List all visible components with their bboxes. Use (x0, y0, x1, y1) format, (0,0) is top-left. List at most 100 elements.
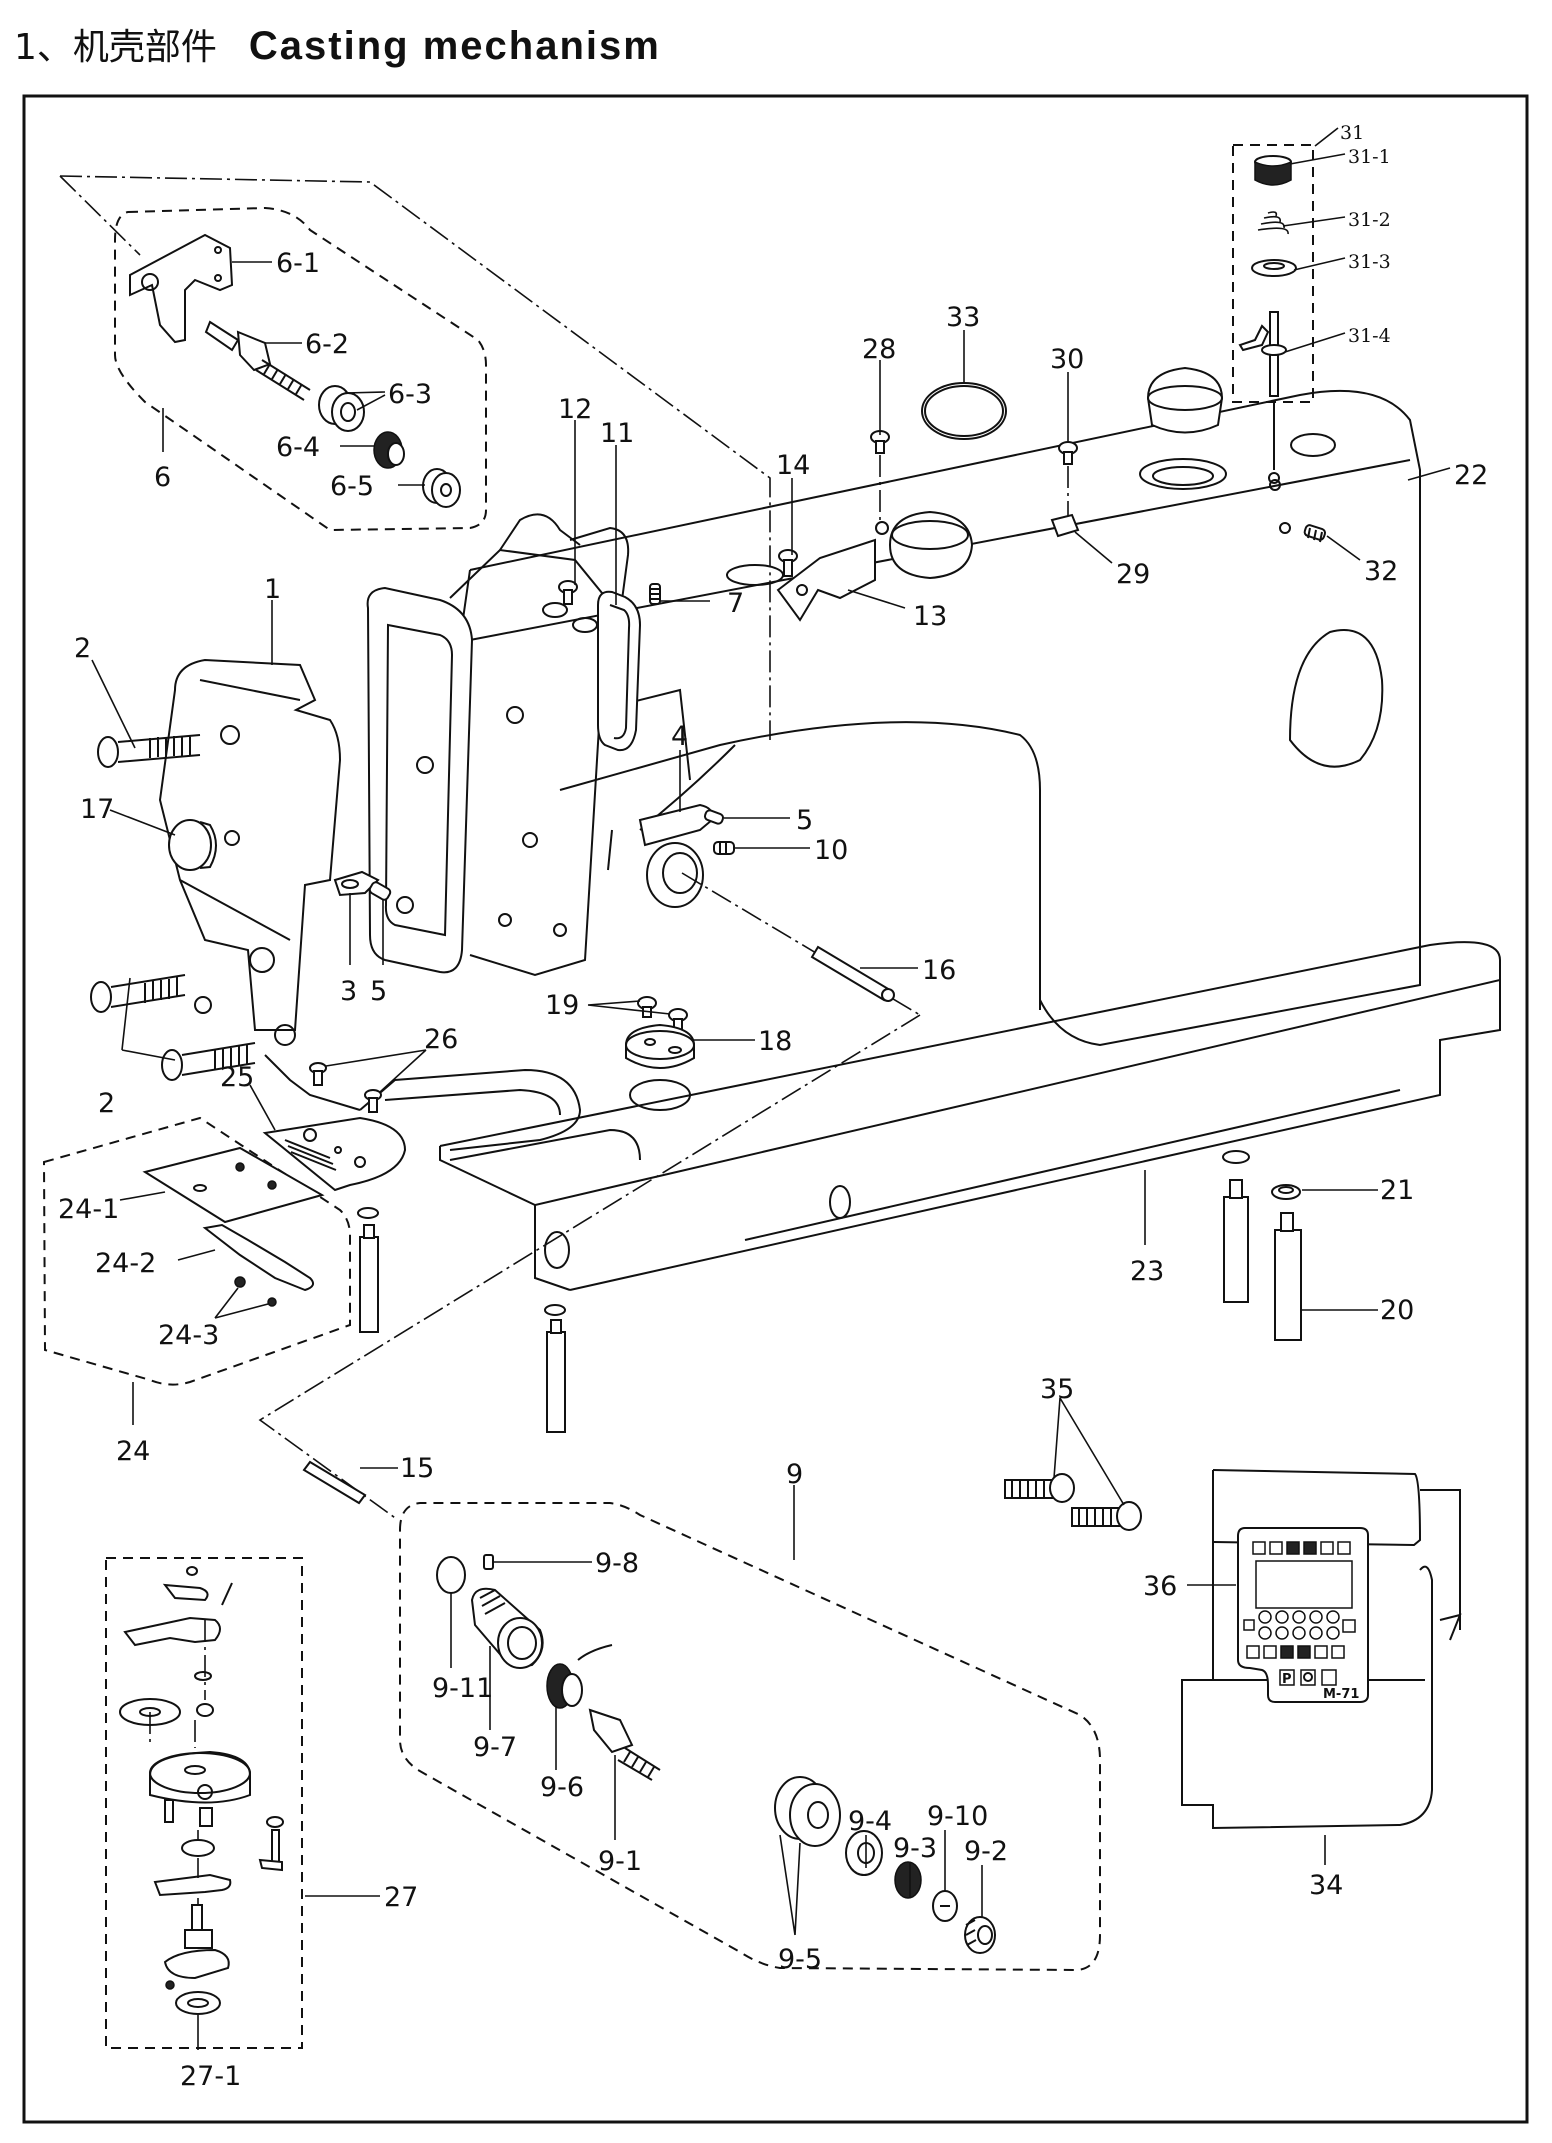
callout-6: 6 (154, 462, 171, 493)
socket-9-7 (470, 1587, 544, 1669)
callout-35: 35 (1040, 1374, 1074, 1405)
callout-9-6: 9-6 (540, 1772, 584, 1803)
callout-9-4: 9-4 (848, 1806, 892, 1837)
pin-15 (302, 1460, 367, 1505)
callout-19: 19 (545, 990, 579, 1021)
callout-34: 34 (1309, 1870, 1343, 1901)
callout-12: 12 (558, 394, 592, 425)
callout-6-2: 6-2 (305, 329, 349, 360)
screw-5-guide (703, 809, 725, 825)
callout-9-8: 9-8 (595, 1548, 639, 1579)
callout-25: 25 (220, 1062, 254, 1093)
o-ring-9-11 (436, 1556, 466, 1594)
thread-guide-4 (607, 803, 714, 908)
callout-24: 24 (116, 1436, 150, 1467)
callout-9-10: 9-10 (927, 1801, 988, 1832)
nut-9-2 (964, 1916, 996, 1954)
callout-3: 3 (340, 976, 357, 1007)
callout-16: 16 (922, 955, 956, 986)
callout-2-bottom: 2 (98, 1088, 115, 1119)
callout-28: 28 (862, 334, 896, 365)
callout-5-faceplate: 5 (370, 976, 387, 1007)
callout-24-2: 24-2 (95, 1248, 156, 1279)
spring-6-4 (373, 431, 405, 469)
callout-7: 7 (727, 588, 744, 619)
group-27-box (105, 1557, 303, 2049)
screws-24-3 (234, 1276, 277, 1307)
o-ring-33 (921, 382, 1007, 440)
screws-26 (309, 1062, 382, 1113)
screw-12 (558, 580, 578, 605)
plate-24-1 (142, 1146, 325, 1224)
panel-model-label: M-71 (1323, 1687, 1359, 1702)
panel-lcd-screen (1255, 1560, 1353, 1609)
stud-9-1 (588, 1708, 661, 1781)
title-english: Casting mechanism (248, 24, 661, 68)
callout-13: 13 (913, 601, 947, 632)
screw-28 (870, 430, 890, 454)
title-chinese: 机壳部件 (72, 27, 217, 68)
set-screw-7 (649, 583, 661, 605)
callout-27: 27 (384, 1882, 418, 1913)
callout-4: 4 (671, 721, 688, 752)
callout-14: 14 (776, 450, 810, 481)
callout-32: 32 (1364, 556, 1398, 587)
callout-9-7: 9-7 (473, 1732, 517, 1763)
set-screw-10 (713, 841, 735, 855)
group-6-boundary (114, 206, 487, 532)
screw-30 (1058, 441, 1078, 465)
disc-9-4 (845, 1830, 883, 1876)
callout-15: 15 (400, 1453, 434, 1484)
callout-22: 22 (1454, 460, 1488, 491)
spring-31-2 (1257, 211, 1289, 235)
callout-31-3: 31-3 (1348, 251, 1391, 273)
screw-2 (90, 734, 256, 1081)
feed-regulator-27 (119, 1566, 284, 2015)
nut-21 (1271, 1184, 1301, 1200)
face-plate-gasket (366, 586, 474, 974)
stud-6-2 (204, 320, 311, 401)
callout-17: 17 (80, 794, 114, 825)
callout-9: 9 (786, 1459, 803, 1490)
callout-18: 18 (758, 1026, 792, 1057)
spring-9-3 (894, 1861, 922, 1899)
control-panel-36: P M-71 (1237, 1527, 1369, 1703)
pin-16 (810, 945, 895, 1002)
panel-p-key-label: P (1282, 1672, 1292, 1687)
callout-20: 20 (1380, 1295, 1414, 1326)
set-screw-9-8 (483, 1554, 494, 1570)
callout-21: 21 (1380, 1175, 1414, 1206)
callout-29: 29 (1116, 559, 1150, 590)
group-9-boundary (399, 1502, 1101, 1972)
bracket-13 (726, 538, 876, 622)
knob-31-1 (1254, 155, 1292, 186)
stud-20 (1222, 1150, 1302, 1341)
bed-slide-frame (264, 1054, 582, 1151)
callout-23: 23 (1130, 1256, 1164, 1287)
thread-take-up-cover-11 (597, 590, 642, 752)
bracket-6-1 (129, 233, 234, 344)
spring-9-6 (546, 1644, 613, 1709)
spring-plate-24-2 (202, 1223, 315, 1292)
callout-24-3: 24-3 (158, 1320, 219, 1351)
cover-18 (625, 1023, 695, 1111)
callout-24-1: 24-1 (58, 1194, 119, 1225)
callout-1: 1 (264, 574, 281, 605)
group-6-projection (59, 175, 771, 740)
screw-5-faceplate (368, 881, 392, 901)
group-24-boundary (42, 1116, 351, 1386)
rubber-plug-17 (168, 819, 217, 871)
callout-9-1: 9-1 (598, 1846, 642, 1877)
nut-6-5 (422, 468, 461, 508)
callout-9-3: 9-3 (893, 1833, 937, 1864)
callout-9-5: 9-5 (778, 1944, 822, 1975)
face-plate (158, 658, 342, 1046)
page-title: 1、 机壳部件 Casting mechanism (14, 18, 661, 78)
stud-set-left (357, 1207, 566, 1433)
callout-31-1: 31-1 (1348, 146, 1391, 168)
callout-9-2: 9-2 (964, 1836, 1008, 1867)
hinge-screws-35 (1004, 1473, 1142, 1531)
callout-9-11: 9-11 (432, 1673, 493, 1704)
callout-10: 10 (814, 835, 848, 866)
